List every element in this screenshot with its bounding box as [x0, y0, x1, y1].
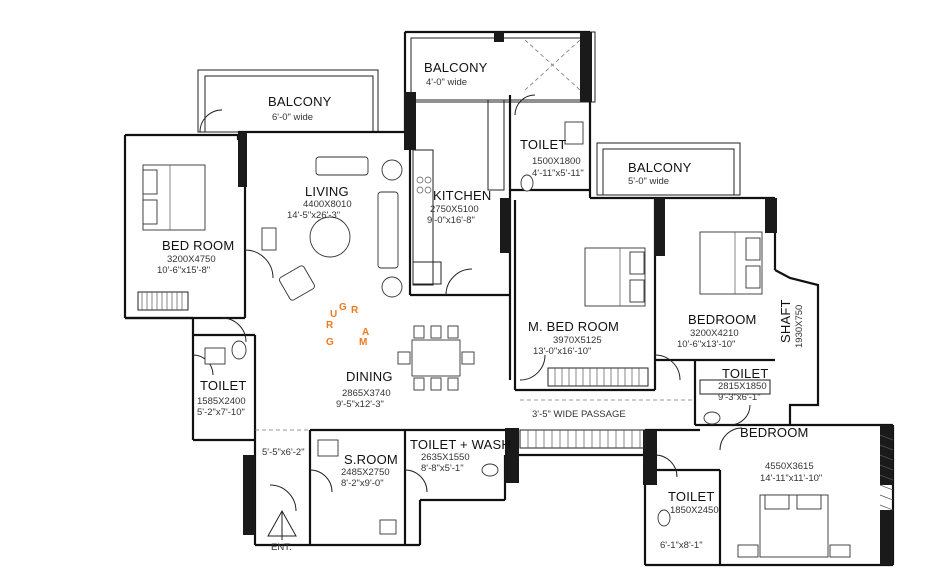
toilet-left-title: TOILET [200, 378, 246, 393]
bedroom-right-title: BEDROOM [688, 312, 757, 327]
shaft-mm: 1930X750 [794, 305, 805, 348]
bedroom-right-mm: 3200X4210 [690, 328, 739, 339]
kitchen-title: KITCHEN [433, 188, 491, 203]
s-room-mm: 2485X2750 [341, 467, 390, 478]
toilet-wash-ft: 8'-8"x5'-1" [421, 463, 464, 474]
entry-note: 5'-5"x6'-2" [262, 447, 305, 458]
toilet-bottom-ft: 6'-1"x8'-1" [660, 540, 703, 551]
dining-mm: 2865X3740 [342, 388, 391, 399]
kitchen-ft: 9'-0"x16'-8" [427, 215, 475, 226]
balcony-bedroom-width: 5'-0" wide [628, 176, 669, 187]
toilet-mid-right-mm: 2815X1850 [718, 381, 767, 392]
toilet-top-title: TOILET [520, 137, 566, 152]
bed-room-left-ft: 10'-6"x15'-8" [157, 265, 210, 276]
passage-label: 3'-5" WIDE PASSAGE [532, 409, 626, 420]
entry-label: ENT. [271, 542, 292, 553]
balcony-kitchen-width: 4'-0" wide [426, 77, 467, 88]
logo-letter-r2: R [351, 305, 359, 316]
bedroom-bottom-title: BEDROOM [740, 425, 809, 440]
balcony-living-title: BALCONY [268, 94, 332, 109]
room-labels: BALCONY 6'-0" wide BALCONY 4'-0" wide BA… [157, 60, 822, 553]
dining-ft: 9'-5"x12'-3" [336, 399, 384, 410]
bed-icon [142, 164, 206, 231]
logo-letter-g2: G [326, 337, 334, 348]
logo-letter-m: M [359, 337, 367, 348]
living-ft: 14'-5"x26'-3" [287, 210, 340, 221]
toilet-left-mm: 1585X2400 [197, 396, 246, 407]
balcony-kitchen-title: BALCONY [424, 60, 488, 75]
bedroom-right-ft: 10'-6"x13'-10" [677, 339, 735, 350]
toilet-left-ft: 5'-2"x7'-10" [197, 407, 245, 418]
exterior-walls [123, 30, 895, 567]
dining-table-icon [397, 325, 475, 391]
kitchen-counter-icon [412, 99, 505, 286]
toilet-wash-title: TOILET + WASH [410, 437, 511, 452]
toilet-mid-right-ft: 9'-3"x6'-1" [718, 392, 761, 403]
bed-icon-bottom [737, 494, 851, 558]
toilet-mid-right-title: TOILET [722, 366, 768, 381]
logo-letter-r1: R [326, 320, 334, 331]
s-room-title: S.ROOM [344, 452, 398, 467]
toilet-bottom-title: TOILET [668, 489, 714, 504]
sofa-icon [261, 156, 403, 301]
m-bed-room-mm: 3970X5125 [553, 335, 602, 346]
logo-letter-g: G [339, 302, 347, 313]
toilet-wash-mm: 2635X1550 [421, 452, 470, 463]
bed-icon-master [584, 247, 646, 307]
shaft-title: SHAFT [778, 299, 793, 343]
bed-icon-right [699, 231, 763, 295]
logo-letter-u: U [330, 309, 337, 320]
balcony-living-width: 6'-0" wide [272, 112, 313, 123]
s-room-ft: 8'-2"x9'-0" [341, 478, 384, 489]
wardrobe-icon [137, 291, 894, 511]
structural-columns [238, 32, 893, 565]
toilet-top-ft: 4'-11"x5'-11" [532, 168, 584, 179]
bed-room-left-title: BED ROOM [162, 238, 234, 253]
bedroom-bottom-ft: 14'-11"x11'-10" [760, 473, 822, 484]
bed-room-left-mm: 3200X4750 [167, 254, 216, 265]
bedroom-bottom-mm: 4550X3615 [765, 461, 814, 472]
entrance-arrow-icon [267, 509, 297, 540]
logo-letter-a: A [362, 327, 369, 338]
toilet-top-mm: 1500X1800 [532, 156, 581, 167]
m-bed-room-ft: 13'-0"x16'-10" [533, 346, 591, 357]
living-mm: 4400X8010 [303, 199, 352, 210]
kitchen-mm: 2750X5100 [430, 204, 479, 215]
dining-title: DINING [346, 369, 393, 384]
toilet-icon [204, 121, 721, 535]
m-bed-room-title: M. BED ROOM [528, 319, 619, 334]
rugram-logo-icon: R U G R A M G [326, 302, 369, 348]
balcony-bedroom-title: BALCONY [628, 160, 692, 175]
toilet-bottom-mm: 1850X2450 [670, 505, 719, 516]
living-title: LIVING [305, 184, 349, 199]
